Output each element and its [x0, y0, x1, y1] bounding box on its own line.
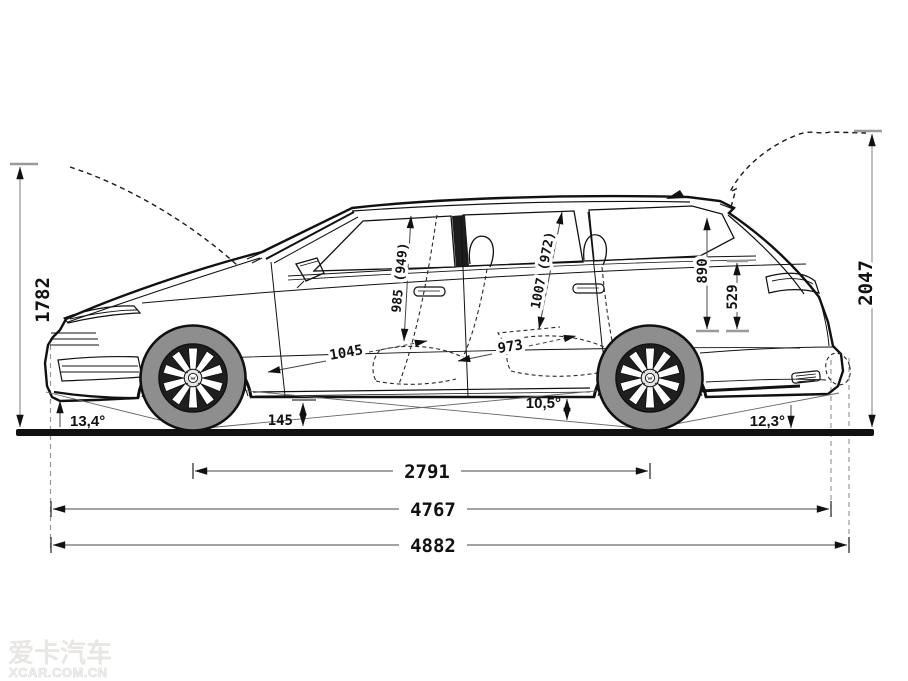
front-headrest: [468, 235, 494, 268]
antenna-fin-icon: [666, 190, 685, 199]
b-pillar: [452, 215, 469, 267]
front-wheel: [139, 324, 247, 432]
wheelbase-label: 2791: [404, 461, 450, 483]
dim-cargo-opening-height: 890: [692, 217, 719, 333]
dim-overall-length-incl-rear: 4882: [50, 535, 850, 557]
rear-detail-lines: [699, 214, 851, 393]
breakover-angle-label: 10,5°: [526, 395, 561, 412]
rear-headroom-label: 1007 (972): [529, 230, 559, 310]
rear-door-window: [462, 210, 584, 267]
front-door-window: [312, 215, 456, 272]
cargo-opening-height-label: 890: [695, 258, 711, 283]
doors-and-handles: [270, 211, 619, 397]
taillight: [765, 272, 820, 294]
glasshouse: [265, 190, 735, 272]
dim-overall-length: 4767: [50, 499, 832, 521]
dim-cargo-inner-height: 529: [722, 259, 749, 333]
dim-approach-angle: 13,4°: [56, 400, 105, 430]
approach-angle-label: 13,4°: [70, 413, 105, 430]
open-hood-dashed-arc: [69, 166, 238, 266]
dim-open-tailgate-height: 2047: [852, 129, 882, 428]
open-tailgate-height-label: 2047: [855, 260, 877, 306]
dim-front-legroom: 1045: [267, 339, 428, 374]
rear-wheel: [596, 324, 704, 432]
dim-breakover-angle: 10,5°: [526, 395, 571, 421]
open-tailgate-dashed-arc: [728, 131, 867, 208]
dim-front-headroom: 985 (949): [386, 215, 415, 342]
roof-rail: [351, 200, 691, 212]
ground-line: [16, 429, 874, 436]
seat-outlines: [372, 214, 615, 385]
watermark-site-url: XCAR.COM.CN: [9, 665, 108, 680]
cargo-window: [588, 205, 735, 262]
exhaust-tip: [791, 370, 821, 384]
rear-headrest: [583, 234, 608, 266]
overall-length-label: 4767: [410, 499, 456, 521]
watermark: 爱卡汽车 XCAR.COM.CN: [8, 638, 112, 680]
cargo-inner-height-label: 529: [725, 284, 741, 309]
dim-rear-headroom: 1007 (972): [525, 211, 564, 330]
dim-departure-angle: 12,3°: [750, 405, 795, 430]
front-headroom-label: 985 (949): [389, 242, 411, 314]
ground-clearance-label: 145: [268, 413, 293, 429]
departure-angle-label: 12,3°: [750, 413, 785, 430]
watermark-site-name: 爱卡汽车: [8, 638, 112, 669]
towbar-dashed-outline: [825, 352, 851, 386]
overall-height-label: 1782: [32, 277, 54, 323]
side-mirror: [295, 257, 325, 282]
dim-wheelbase: 2791: [192, 461, 651, 483]
dim-ground-clearance: 145: [268, 399, 316, 429]
front-legroom-label: 1045: [328, 342, 364, 364]
rear-door-handle: [572, 283, 605, 294]
dim-rear-legroom: 973: [457, 334, 577, 363]
rear-legroom-label: 973: [497, 337, 524, 357]
front-door-handle: [413, 286, 446, 297]
overall-length-incl-rear-label: 4882: [410, 535, 456, 557]
dim-overall-height: 1782: [10, 162, 54, 428]
